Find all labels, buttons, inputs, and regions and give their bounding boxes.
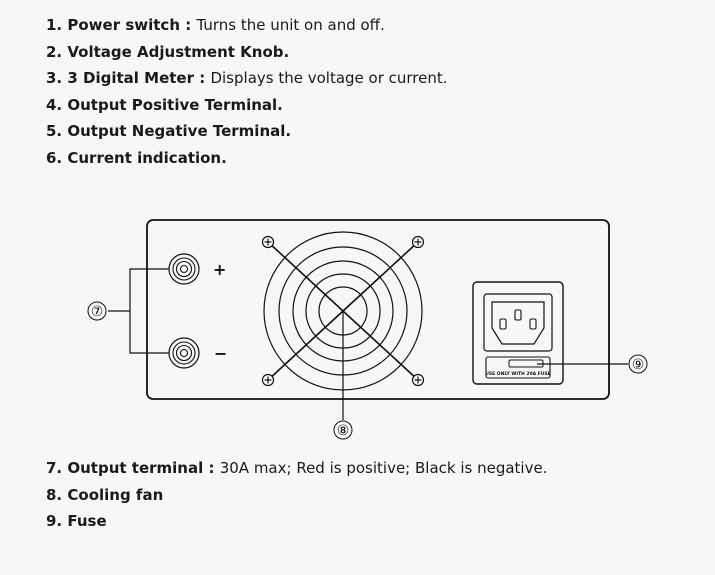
item-description: Turns the unit on and off.	[196, 16, 385, 34]
item-label: Voltage Adjustment Knob.	[67, 42, 290, 61]
item-separator: :	[203, 459, 220, 477]
item-label: Fuse	[67, 512, 107, 530]
item-label: Cooling fan	[67, 485, 164, 504]
callout-7-label: ⑦	[91, 304, 104, 320]
item-label: Output Negative Terminal.	[67, 122, 292, 140]
item-number: 9.	[46, 512, 63, 530]
item-number: 3.	[46, 69, 63, 87]
item-number: 8.	[46, 485, 63, 504]
item-label: Output terminal	[67, 459, 204, 477]
fan-screw	[411, 373, 425, 387]
fuse-holder: USE ONLY WITH 20A FUSE	[485, 356, 551, 379]
item-separator: :	[194, 69, 211, 87]
power-inlet	[472, 281, 564, 385]
item-number: 4.	[46, 95, 63, 114]
callout-9-label: ⑨	[632, 357, 645, 373]
list-item: 2. Voltage Adjustment Knob.	[46, 39, 448, 66]
component-list-top: 1. Power switch : Turns the unit on and …	[46, 12, 448, 171]
item-label: Output Positive Terminal.	[67, 95, 283, 114]
fuse-rating-text: USE ONLY WITH 20A FUSE	[485, 371, 551, 377]
fan-screw	[261, 235, 275, 249]
callout-8-label: ⑧	[337, 423, 350, 439]
list-item: 6. Current indication.	[46, 145, 448, 172]
plus-sign: +	[213, 260, 226, 279]
component-list-bottom: 7. Output terminal : 30A max; Red is pos…	[46, 455, 547, 535]
item-description: 30A max; Red is positive; Black is negat…	[219, 459, 548, 477]
item-description: Displays the voltage or current.	[210, 69, 448, 87]
list-item: 7. Output terminal : 30A max; Red is pos…	[46, 455, 547, 482]
list-item: 4. Output Positive Terminal.	[46, 92, 448, 119]
callout-7-circle	[87, 301, 107, 321]
minus-sign: −	[214, 344, 227, 363]
item-separator: :	[180, 16, 197, 34]
callout-7-bracket	[108, 268, 169, 354]
item-number: 1.	[46, 16, 63, 34]
item-label: Current indication.	[67, 148, 227, 167]
item-number: 6.	[46, 148, 63, 167]
fan-screw	[261, 373, 275, 387]
item-number: 7.	[46, 459, 63, 477]
rear-panel	[146, 219, 610, 400]
positive-terminal	[168, 253, 200, 285]
callout-8-circle	[333, 420, 353, 440]
item-number: 2.	[46, 42, 63, 61]
negative-terminal	[168, 337, 200, 369]
list-item: 5. Output Negative Terminal.	[46, 118, 448, 145]
list-item: 8. Cooling fan	[46, 482, 547, 509]
list-item: 3. 3 Digital Meter : Displays the voltag…	[46, 65, 448, 92]
item-label: Power switch	[67, 16, 180, 34]
item-number: 5.	[46, 122, 63, 140]
list-item: 9. Fuse	[46, 508, 547, 535]
fan-screw	[411, 235, 425, 249]
item-label: 3 Digital Meter	[67, 69, 195, 87]
list-item: 1. Power switch : Turns the unit on and …	[46, 12, 448, 39]
callout-9-circle	[628, 354, 648, 374]
